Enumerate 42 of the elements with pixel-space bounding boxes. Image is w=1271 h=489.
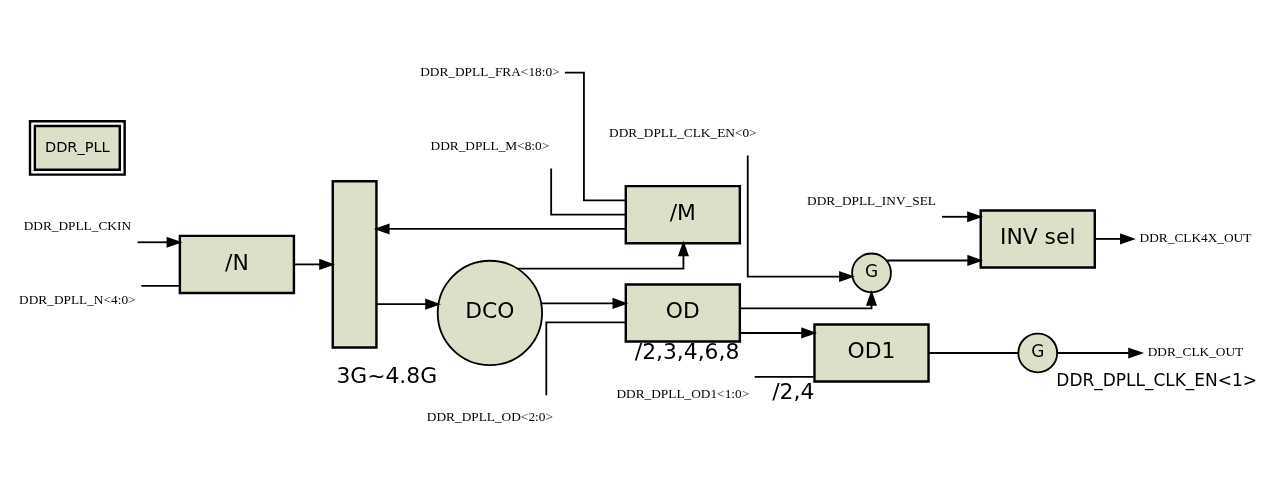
node-label: 3G~4.8G xyxy=(336,362,438,388)
node-label: /2,4 xyxy=(772,378,815,404)
arrow xyxy=(1056,346,1145,359)
arrow xyxy=(136,236,183,248)
arrow xyxy=(540,297,629,309)
connector xyxy=(564,71,627,201)
connector xyxy=(753,375,815,378)
node-box: INV sel xyxy=(979,208,1096,269)
node-box: DDR_PLL xyxy=(28,119,126,176)
node-text: DDR_DPLL_OD<2:0> xyxy=(426,408,553,424)
node-box: OD xyxy=(624,282,742,343)
arrow xyxy=(941,210,983,222)
arrow xyxy=(516,240,689,270)
node-box: OD1 xyxy=(813,322,930,383)
node-circle: DCO xyxy=(436,259,543,366)
node-circle: G xyxy=(1017,332,1059,373)
arrow xyxy=(373,222,627,234)
node-text: DDR_DPLL_INV_SEL xyxy=(807,192,936,208)
arrow xyxy=(885,254,984,266)
node-text: DDR_CLK4X_OUT xyxy=(1139,229,1252,245)
node-text: DDR_DPLL_M<8:0> xyxy=(430,137,550,153)
node-text: DDR_DPLL_N<4:0> xyxy=(19,291,136,307)
arrow xyxy=(1094,232,1136,244)
node-text: DDR_DPLL_FRA<18:0> xyxy=(420,63,560,79)
arrow xyxy=(746,154,855,282)
node-text: DDR_DPLL_CKIN xyxy=(23,217,132,233)
node-text: DDR_DPLL_CLK_EN<0> xyxy=(609,124,757,140)
arrow xyxy=(293,258,335,270)
node-box: /M xyxy=(624,184,742,244)
node-text: DDR_CLK_OUT xyxy=(1147,343,1244,359)
connector xyxy=(927,351,1019,354)
node-text: DDR_DPLL_OD1<1:0> xyxy=(616,385,750,401)
connector xyxy=(550,167,627,216)
connector xyxy=(545,321,627,396)
node-label: DDR_DPLL_CLK_EN<1> xyxy=(1056,369,1257,390)
arrow xyxy=(376,298,441,310)
node-circle: G xyxy=(851,252,892,293)
arrow xyxy=(739,326,817,338)
arrow xyxy=(739,289,878,309)
connector xyxy=(140,284,181,287)
node-box: /N xyxy=(178,234,296,294)
node-box xyxy=(331,179,378,349)
